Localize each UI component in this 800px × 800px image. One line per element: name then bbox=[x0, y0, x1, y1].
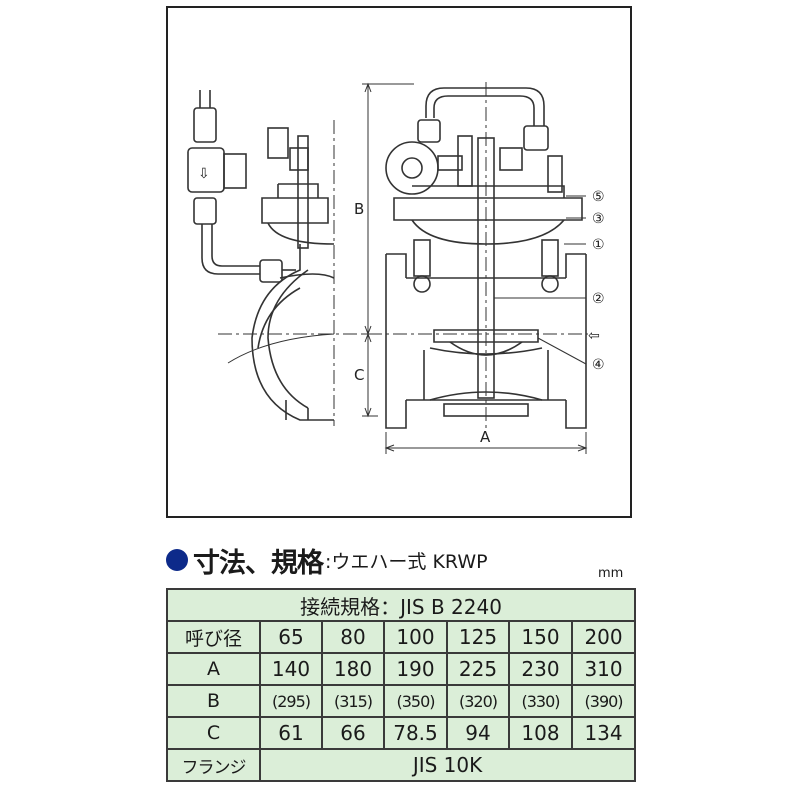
callout-2: ② bbox=[592, 291, 605, 307]
flange-value: JIS 10K bbox=[258, 748, 637, 782]
callout-leaders bbox=[494, 195, 587, 365]
table-cell: 108 bbox=[508, 716, 573, 750]
valve-drawing: ⑤ ③ ① ② ④ B C A ⇦ ⇩ bbox=[187, 82, 605, 454]
unit-label: mm bbox=[598, 566, 624, 581]
table-cell: 78.5 bbox=[383, 716, 448, 750]
dimension-label-b: B bbox=[354, 200, 364, 218]
table-cell: 190 bbox=[383, 652, 448, 686]
callout-5: ⑤ bbox=[592, 189, 605, 205]
table-cell: (390) bbox=[570, 684, 637, 718]
table-cell: 140 bbox=[259, 652, 323, 686]
row-label: B bbox=[166, 684, 261, 718]
side-view bbox=[187, 90, 335, 426]
table-row: 呼び径 65 80 100 125 150 200 bbox=[166, 620, 637, 654]
table-cell: 134 bbox=[570, 716, 637, 750]
table-cell: 200 bbox=[570, 620, 637, 654]
table-cell: (350) bbox=[383, 684, 448, 718]
row-label: C bbox=[166, 716, 261, 750]
spec-subtitle: :ウエハー式 KRWP bbox=[325, 550, 488, 573]
table-cell: (330) bbox=[508, 684, 573, 718]
table-cell: 80 bbox=[321, 620, 385, 654]
table-cell: 94 bbox=[446, 716, 510, 750]
technical-drawing-frame: ⑤ ③ ① ② ④ B C A ⇦ ⇩ bbox=[166, 6, 632, 518]
callout-3: ③ bbox=[592, 211, 605, 227]
pilot-flow-arrow: ⇩ bbox=[198, 166, 210, 182]
table-cell: 150 bbox=[508, 620, 573, 654]
flow-direction-arrow: ⇦ bbox=[588, 328, 600, 344]
table-cell: 230 bbox=[508, 652, 573, 686]
callout-4: ④ bbox=[592, 357, 605, 373]
connection-standard: 接続規格：JIS B 2240 bbox=[165, 588, 637, 622]
table-cell: 65 bbox=[259, 620, 323, 654]
table-cell: 180 bbox=[321, 652, 385, 686]
spec-title: 寸法、規格 bbox=[193, 547, 324, 579]
callout-1: ① bbox=[592, 237, 605, 253]
table-cell: (295) bbox=[259, 684, 323, 718]
flange-label: フランジ bbox=[166, 748, 261, 782]
table-row: C 61 66 78.5 94 108 134 bbox=[166, 716, 637, 750]
dimension-label-c: C bbox=[354, 366, 364, 384]
dimension-lines bbox=[362, 82, 588, 454]
dimension-label-a: A bbox=[480, 428, 491, 446]
table-row: B (295) (315) (350) (320) (330) (390) bbox=[166, 684, 637, 718]
table-cell: (315) bbox=[321, 684, 385, 718]
front-view bbox=[218, 82, 588, 429]
table-row: 接続規格：JIS B 2240 bbox=[165, 588, 637, 622]
table-cell: 61 bbox=[259, 716, 323, 750]
table-cell: 66 bbox=[321, 716, 385, 750]
table-cell: 100 bbox=[383, 620, 448, 654]
table-cell: 125 bbox=[446, 620, 510, 654]
row-label: 呼び径 bbox=[166, 620, 261, 654]
row-label: A bbox=[166, 652, 261, 686]
spec-table: 接続規格：JIS B 2240 呼び径 65 80 100 125 150 20… bbox=[165, 588, 637, 782]
table-row: フランジ JIS 10K bbox=[166, 748, 637, 782]
spec-heading: 寸法、規格 :ウエハー式 KRWP bbox=[166, 540, 636, 580]
table-row: A 140 180 190 225 230 310 bbox=[166, 652, 637, 686]
table-cell: 310 bbox=[570, 652, 637, 686]
table-cell: (320) bbox=[446, 684, 510, 718]
table-cell: 225 bbox=[446, 652, 510, 686]
bullet-icon bbox=[166, 549, 188, 571]
